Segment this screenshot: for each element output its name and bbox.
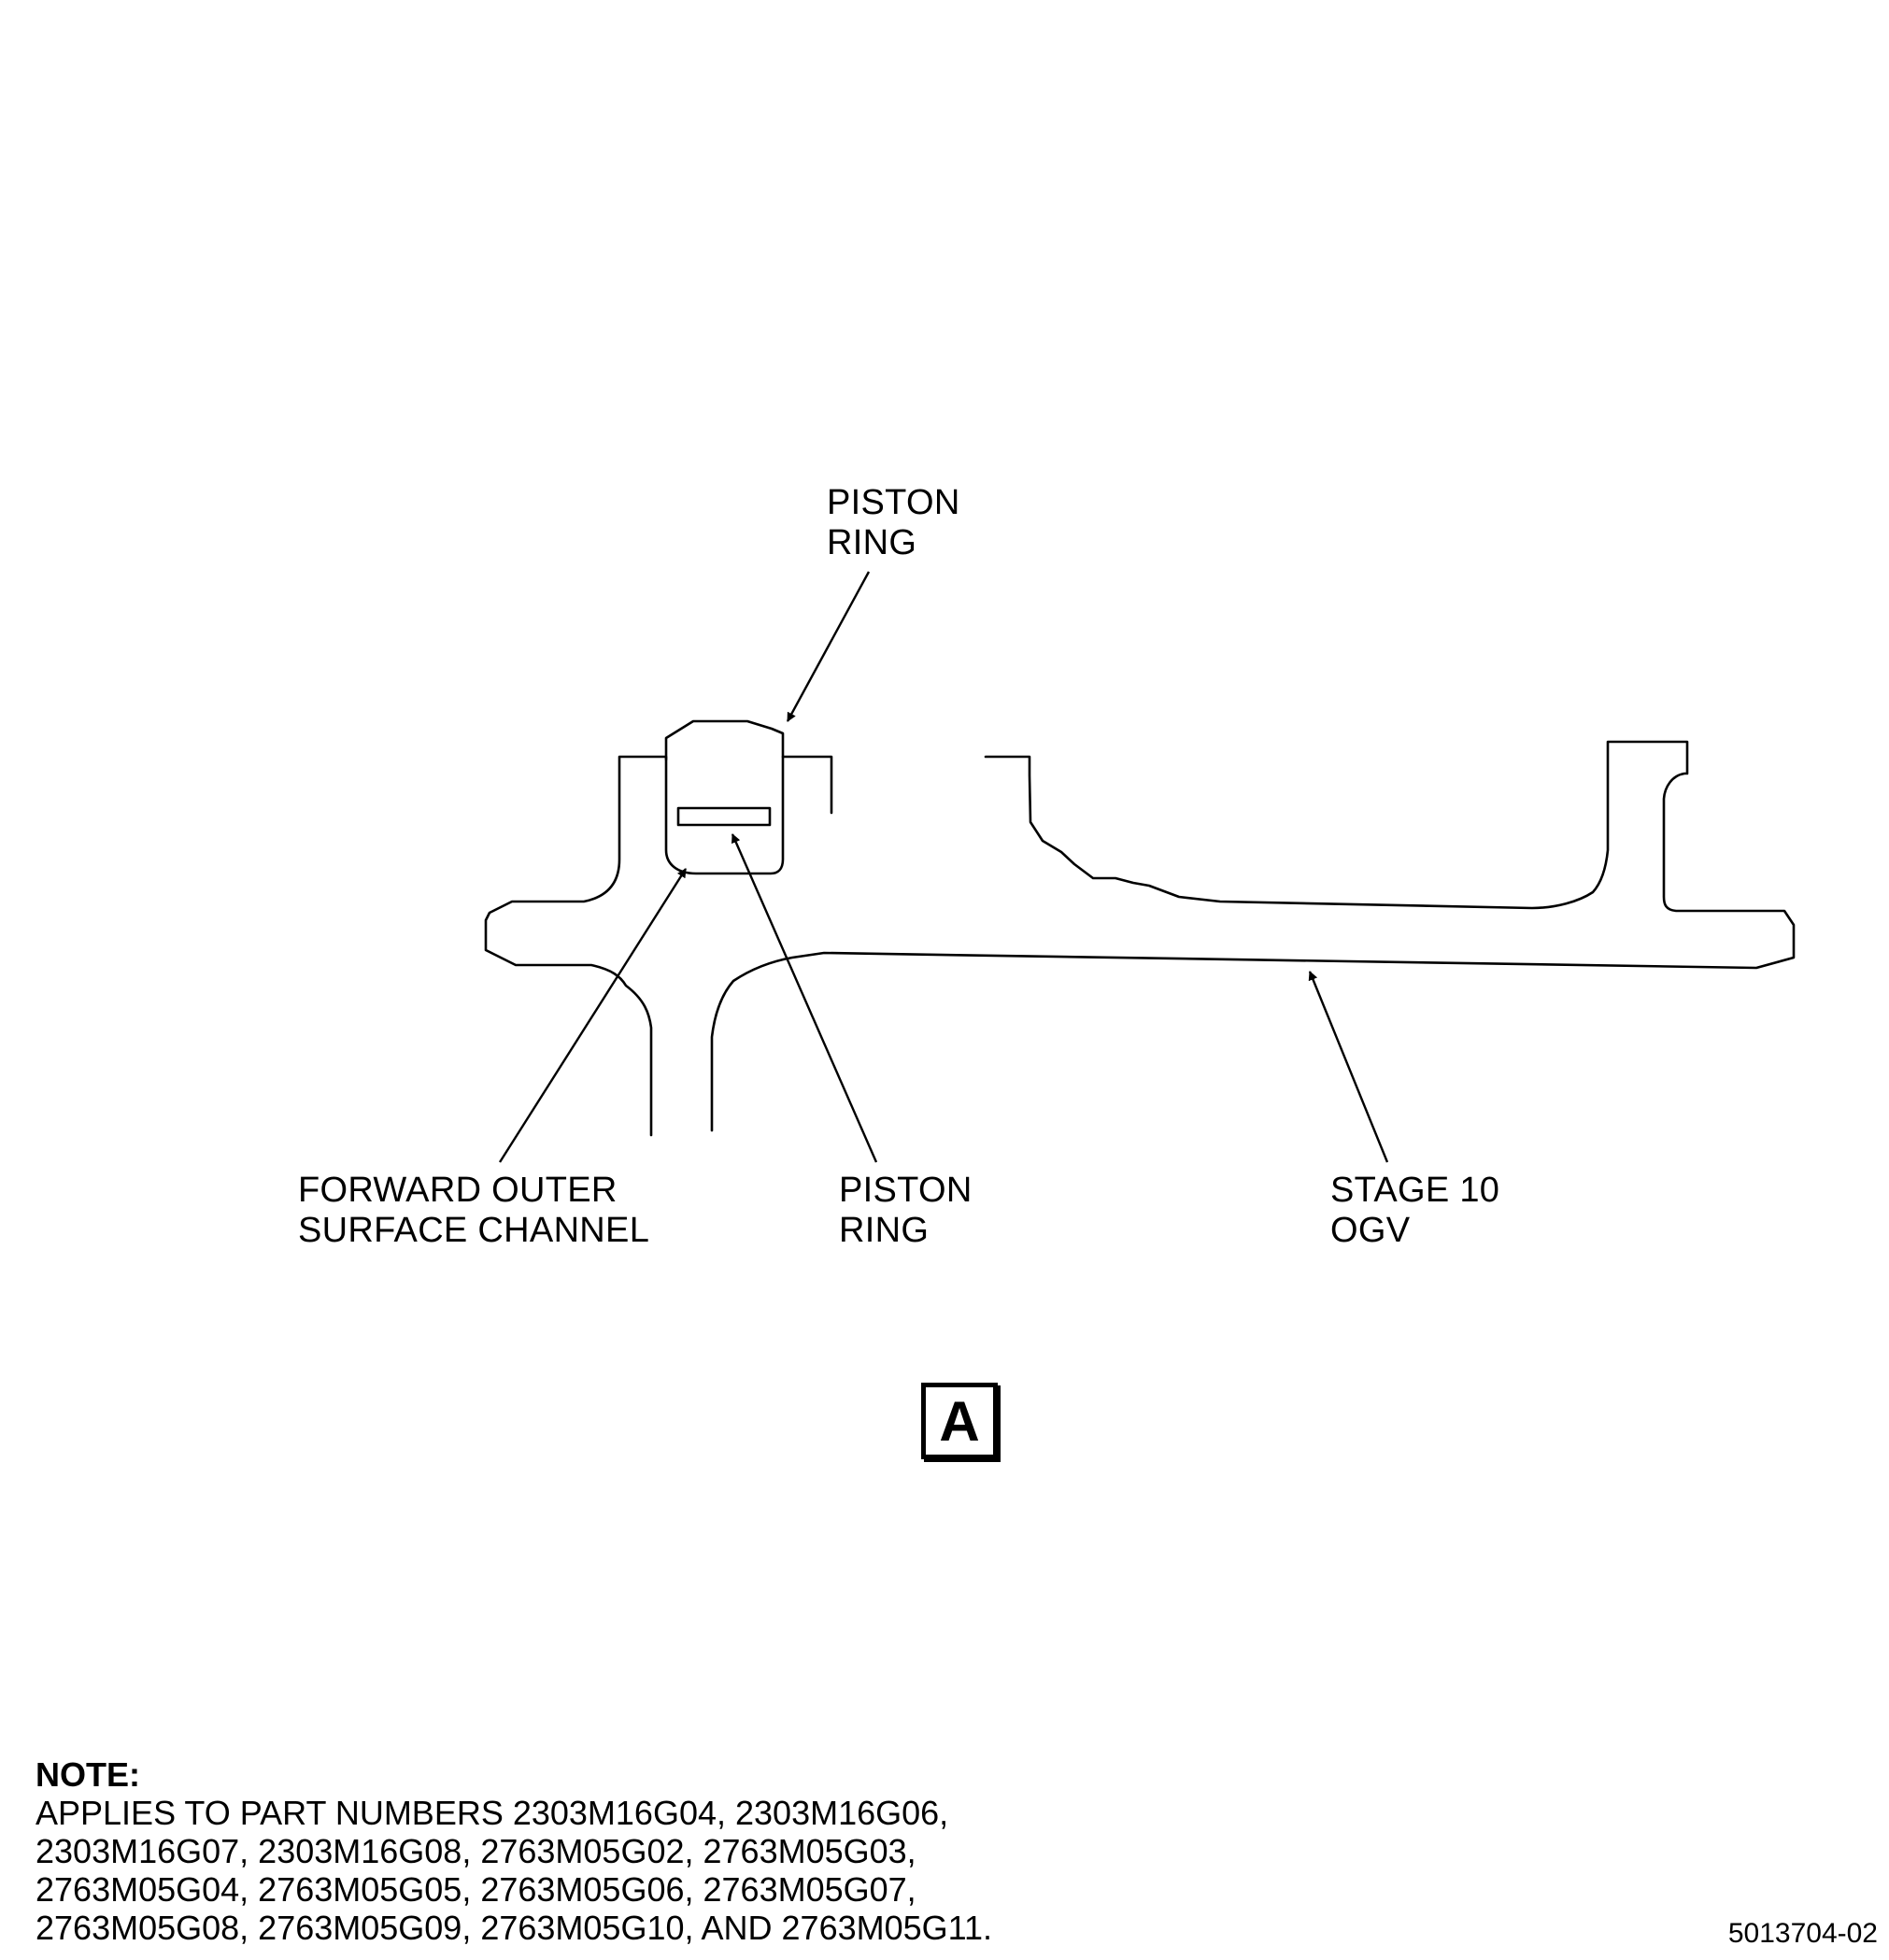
note-title: NOTE: <box>36 1755 140 1794</box>
leader-piston-ring-top <box>786 571 871 722</box>
note-block: NOTE: APPLIES TO PART NUMBERS 2303M16G04… <box>36 1755 992 1947</box>
leader-forward-outer-surface-channel <box>498 868 688 1163</box>
ogv-lip <box>781 755 833 815</box>
note-line: APPLIES TO PART NUMBERS 2303M16G04, 2303… <box>36 1794 949 1832</box>
label-stage-10-ogv: STAGE 10 OGV <box>1330 1171 1500 1250</box>
label-piston-ring-top: PISTON RING <box>827 483 960 562</box>
note-line: 2303M16G07, 2303M16G08, 2763M05G02, 2763… <box>36 1832 916 1870</box>
leader-piston-ring-bottom <box>731 833 878 1163</box>
piston-ring-groove <box>676 806 772 827</box>
leader-stage-10-ogv <box>1308 971 1389 1163</box>
view-indicator-letter: A <box>939 1389 980 1453</box>
view-indicator-box: A <box>921 1383 998 1459</box>
ogv-body-outline <box>484 740 1796 1137</box>
label-forward-outer-surface-channel: FORWARD OUTER SURFACE CHANNEL <box>298 1171 650 1250</box>
piston-ring-block <box>664 719 785 875</box>
note-line: 2763M05G08, 2763M05G09, 2763M05G10, AND … <box>36 1909 993 1947</box>
label-piston-ring-bottom: PISTON RING <box>839 1171 973 1250</box>
note-line: 2763M05G04, 2763M05G05, 2763M05G06, 2763… <box>36 1870 916 1909</box>
figure-id: 5013704-02 <box>1727 1918 1878 1949</box>
